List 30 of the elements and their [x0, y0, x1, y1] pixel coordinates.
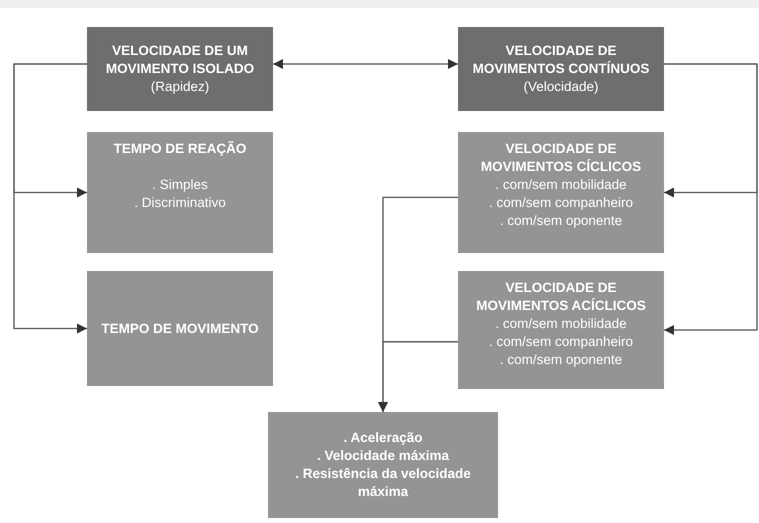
concept-box: [87, 132, 273, 253]
connector-arrow: [13, 63, 87, 334]
concept-box: [458, 271, 664, 389]
concept-box: [458, 132, 664, 253]
concept-box: [87, 271, 273, 386]
box-heading: . Aceleração: [343, 429, 423, 447]
box-text: . com/sem mobilidade: [495, 315, 627, 333]
box-heading: . Resistência da velocidade máxima: [294, 465, 472, 501]
box-text: . com/sem companheiro: [488, 333, 634, 351]
box-heading: VELOCIDADE DE MOVIMENTOS CÍCLICOS: [480, 140, 642, 176]
connector-arrow: [273, 59, 458, 69]
box-text: . com/sem companheiro: [488, 194, 634, 212]
box-text: . com/sem oponente: [500, 351, 622, 369]
box-text: . com/sem mobilidade: [495, 176, 627, 194]
connector-arrow: [664, 63, 758, 335]
box-text: . com/sem oponente: [500, 212, 622, 230]
box-text: . Discriminativo: [134, 194, 226, 212]
box-heading: VELOCIDADE DE UM MOVIMENTO ISOLADO: [104, 42, 256, 78]
box-text: . Simples: [152, 176, 208, 194]
box-text: (Rapidez): [150, 78, 210, 96]
box-heading: VELOCIDADE DE MOVIMENTOS ACÍCLICOS: [475, 279, 647, 315]
box-text: (Velocidade): [523, 78, 599, 96]
box-heading: . Velocidade máxima: [316, 447, 450, 465]
box-heading: VELOCIDADE DE MOVIMENTOS CONTÍNUOS: [472, 42, 650, 78]
concept-box: [87, 27, 273, 111]
concept-box: [458, 27, 664, 111]
box-heading: TEMPO DE MOVIMENTO: [101, 320, 259, 338]
box-heading: TEMPO DE REAÇÃO: [114, 140, 246, 158]
connector-arrow: [378, 341, 458, 412]
concept-box: [268, 412, 498, 518]
